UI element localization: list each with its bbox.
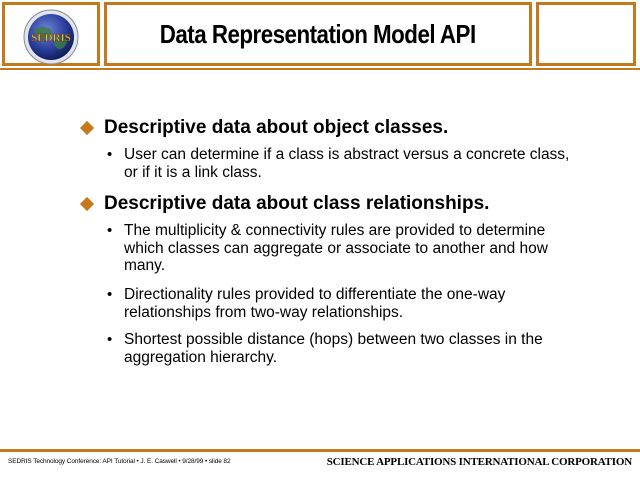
sub-bullet-text: Shortest possible distance (hops) betwee… xyxy=(124,331,543,366)
sub-bullet-text: User can determine if a class is abstrac… xyxy=(124,146,570,181)
logo-box: SEDRIS xyxy=(2,2,100,66)
sub-bullet-item: • User can determine if a class is abstr… xyxy=(107,146,574,181)
logo-text: SEDRIS xyxy=(31,32,71,44)
dot-bullet-icon: • xyxy=(107,222,113,239)
footer-citation: SEDRIS Technology Conference: API Tutori… xyxy=(8,458,231,465)
sub-bullet-item: • The multiplicity & connectivity rules … xyxy=(107,222,574,275)
dot-bullet-icon: • xyxy=(107,331,113,348)
slide-header: SEDRIS Data Representation Model API xyxy=(0,0,640,70)
diamond-bullet-icon xyxy=(79,196,95,212)
bullet-item: Descriptive data about object classes. xyxy=(79,117,449,139)
diamond-bullet-icon xyxy=(79,120,95,136)
right-header-box xyxy=(536,2,636,66)
page-title: Data Representation Model API xyxy=(160,18,476,49)
sub-bullet-text: Directionality rules provided to differe… xyxy=(124,286,506,321)
footer-rule xyxy=(0,449,640,452)
sedris-logo-icon: SEDRIS xyxy=(23,9,79,65)
sub-bullet-item: • Shortest possible distance (hops) betw… xyxy=(107,331,574,366)
footer-company: SCIENCE APPLICATIONS INTERNATIONAL CORPO… xyxy=(326,456,632,468)
sub-bullet-item: • Directionality rules provided to diffe… xyxy=(107,286,574,321)
dot-bullet-icon: • xyxy=(107,146,113,163)
sub-bullet-text: The multiplicity & connectivity rules ar… xyxy=(124,222,548,274)
bullet-item: Descriptive data about class relationshi… xyxy=(79,193,490,215)
bullet-text: Descriptive data about object classes. xyxy=(104,117,449,138)
title-box: Data Representation Model API xyxy=(104,2,532,66)
bullet-text: Descriptive data about class relationshi… xyxy=(104,193,490,214)
dot-bullet-icon: • xyxy=(107,286,113,303)
header-rule xyxy=(0,68,640,70)
